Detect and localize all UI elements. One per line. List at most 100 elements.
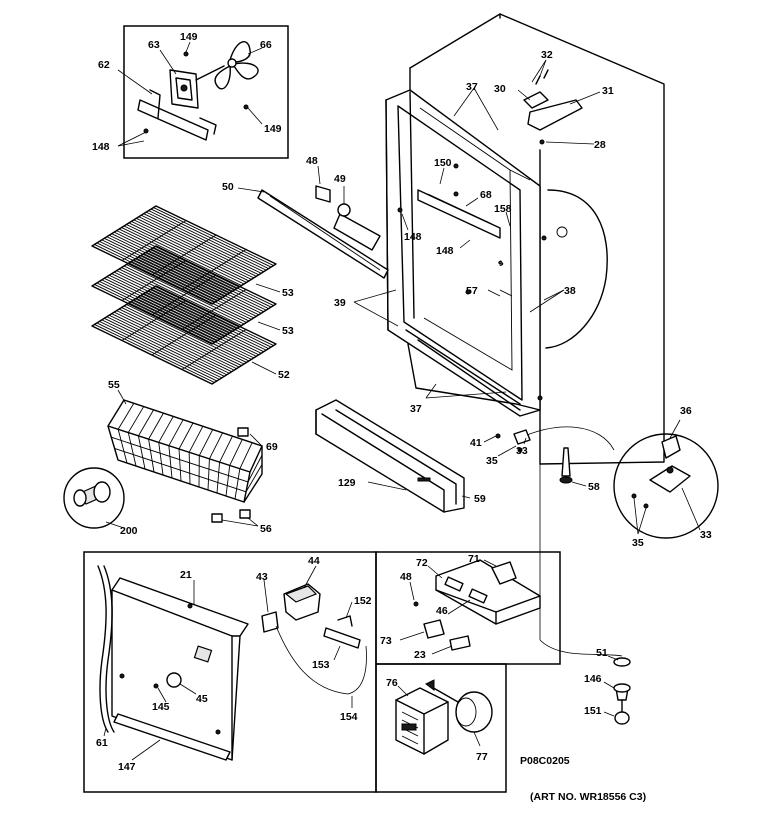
label-38: 38 [564,285,576,297]
label-32: 32 [541,49,553,61]
label-72: 72 [416,557,428,569]
label-55: 55 [108,379,120,391]
label-50: 50 [222,181,234,193]
label-28: 28 [594,139,606,151]
label-43: 43 [256,571,268,583]
label-48-control: 48 [400,571,412,583]
roller-parts: 51 146 151 [539,639,631,725]
label-30: 30 [494,83,506,95]
label-63: 63 [148,39,160,51]
label-45: 45 [196,693,208,705]
label-52: 52 [278,369,290,381]
fan-blade-icon [214,41,259,90]
wire-shelf [91,245,277,345]
basket-clip [237,427,249,437]
basket-floor-wire [229,439,243,466]
label-37-bottom: 37 [410,403,422,415]
basket-hoop [111,436,263,483]
basket-floor-wire [178,422,194,450]
label-129: 129 [338,477,356,489]
label-153: 153 [312,659,330,671]
basket-floor-wire [188,426,204,453]
basket-wire [148,439,155,473]
label-76: 76 [386,677,398,689]
basket-wire [225,465,231,497]
label-41: 41 [470,437,482,449]
basket-wire [168,445,173,479]
basket-floor-wire [138,409,154,437]
basket-floor-wire [168,419,184,446]
label-152: 152 [354,595,372,607]
basket-wire [117,429,128,464]
label-149-bottom: 149 [264,123,282,135]
air-duct-assembly [257,185,389,279]
label-33-cabinet: 33 [516,445,528,457]
label-37-top: 37 [466,81,478,93]
label-21: 21 [180,569,192,581]
label-57: 57 [466,285,478,297]
wire-shelf [91,285,277,385]
label-36: 36 [680,405,692,417]
label-62: 62 [98,59,110,71]
label-44: 44 [308,555,320,567]
basket-clip-left [211,513,223,523]
art-number: (ART NO. WR18556 C3) [530,791,646,803]
label-73: 73 [380,635,392,647]
label-145: 145 [152,701,170,713]
label-31: 31 [602,85,614,97]
label-200: 200 [120,525,138,537]
basket-floor-wire [209,432,223,460]
basket-floor-wire [127,406,145,433]
label-149-top: 149 [180,31,198,43]
label-69: 69 [266,441,278,453]
label-59: 59 [474,493,486,505]
label-158: 158 [494,203,512,215]
label-39: 39 [334,297,346,309]
label-56: 56 [260,523,272,535]
label-51: 51 [596,647,608,659]
basket-wire [178,448,182,482]
label-33-detail: 33 [700,529,712,541]
evaporator-cover-panel: 21 43 44 152 153 145 45 61 147 154 [83,551,377,793]
freezer-cabinet: S [385,13,665,465]
label-23: 23 [414,649,426,661]
fan-cover-inset: 76 77 [375,663,507,793]
label-61: 61 [96,737,108,749]
label-148-frame: 148 [404,231,422,243]
basket-floor-wire [198,429,214,456]
label-49: 49 [334,173,346,185]
label-154: 154 [340,711,358,723]
label-148-inset: 148 [92,141,110,153]
label-77: 77 [476,751,488,763]
svg-text:S: S [498,261,504,268]
diagram-ref: P08C0205 [520,755,570,767]
fan-motor-inset: 63 149 66 62 149 148 [92,25,289,159]
shelf-crosswire [121,220,187,261]
basket-floor-wire [219,435,233,463]
basket-wire [127,432,137,467]
label-66: 66 [260,39,272,51]
basket-wire [137,435,146,470]
label-35-cabinet: 35 [486,455,498,467]
basket-floor-wire [239,442,253,469]
label-146: 146 [584,673,602,685]
basket-wire [188,452,191,485]
shelf-crosswire [121,300,187,341]
wire-shelves [91,205,277,385]
shelf-crosswire [121,260,187,301]
wire-basket [107,399,263,503]
basket-floor-wire [158,416,174,443]
cabinet-leaders [237,59,601,399]
label-53-lower: 53 [282,325,294,337]
basket-wire [234,468,241,500]
label-147: 147 [118,761,136,773]
label-53-upper: 53 [282,287,294,299]
label-71: 71 [468,553,480,565]
label-151: 151 [584,705,602,717]
label-46: 46 [436,605,448,617]
basket-floor-wire [117,403,135,430]
basket-clip-right [239,509,251,519]
label-150: 150 [434,157,452,169]
basket-wire [216,462,221,494]
